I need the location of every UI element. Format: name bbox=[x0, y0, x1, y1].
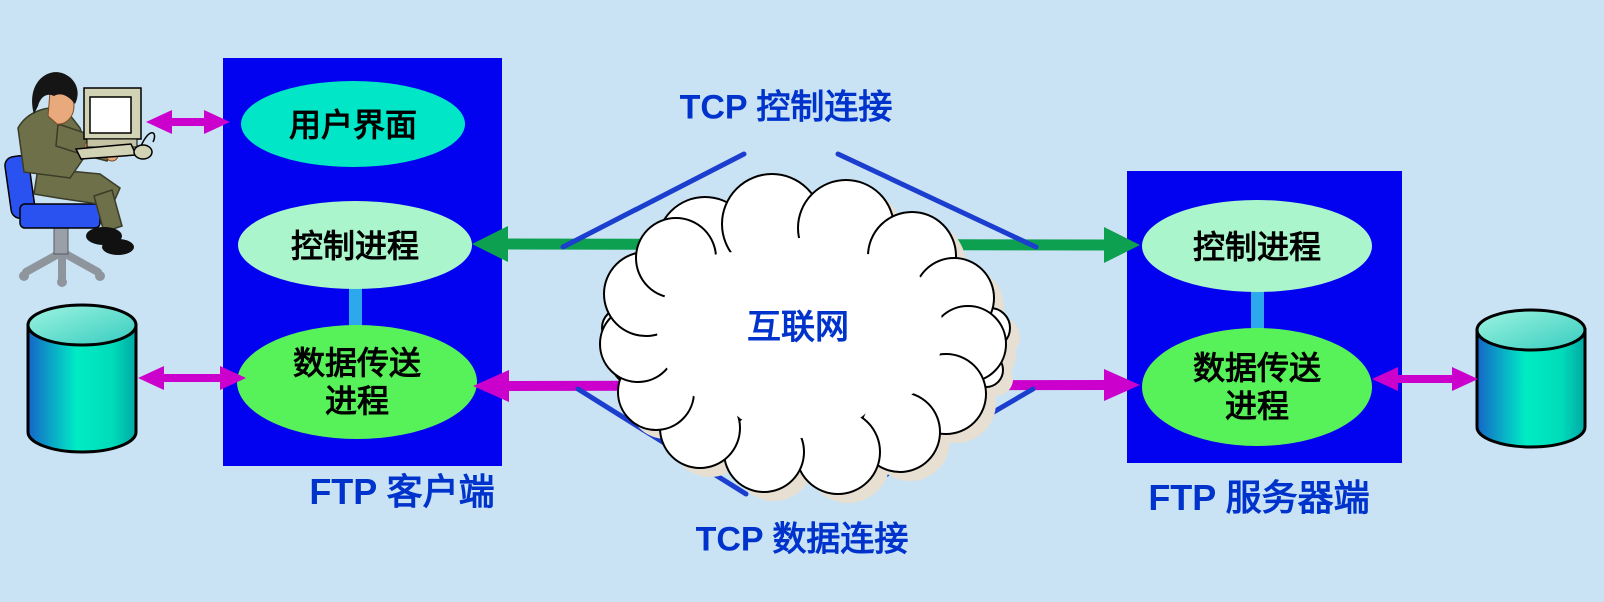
server-control-process-label: 控制进程 bbox=[1192, 229, 1322, 265]
tcp-control-connection-label: TCP 控制连接 bbox=[679, 88, 893, 127]
client-data-process-label-line1: 数据传送 bbox=[292, 345, 422, 381]
tcp-data-connection-label: TCP 数据连接 bbox=[695, 520, 909, 559]
client-data-process-label: 数据传送 进程 bbox=[293, 344, 421, 420]
person-at-computer-icon bbox=[4, 72, 156, 287]
client-user-interface-label: 用户界面 bbox=[288, 107, 418, 143]
ftp-server-title: FTP 服务器端 bbox=[1148, 477, 1370, 518]
internet-cloud-icon bbox=[599, 173, 1020, 503]
user-to-client-arrow bbox=[146, 110, 230, 134]
server-data-process-label-line1: 数据传送 bbox=[1192, 350, 1322, 386]
server-process-connector bbox=[1251, 288, 1264, 334]
client-data-process-ellipse bbox=[237, 325, 477, 439]
server-data-process-ellipse bbox=[1142, 328, 1372, 446]
control-callout-right-line bbox=[835, 151, 1039, 250]
control-callout-left-line bbox=[560, 151, 747, 250]
server-control-process-ellipse bbox=[1142, 200, 1372, 292]
client-control-process-label: 控制进程 bbox=[290, 228, 420, 264]
storage-cylinder-right-icon bbox=[1475, 308, 1587, 449]
server-data-process-label-line2: 进程 bbox=[1224, 388, 1290, 424]
client-user-interface-ellipse bbox=[241, 81, 465, 167]
storage-cylinder-left-icon bbox=[26, 303, 138, 454]
client-data-process-label-line2: 进程 bbox=[324, 383, 390, 419]
storage-to-client-arrow bbox=[138, 366, 246, 390]
client-process-connector bbox=[349, 283, 362, 329]
server-data-process-label: 数据传送 进程 bbox=[1193, 349, 1321, 425]
internet-cloud-label: 互联网 bbox=[747, 308, 849, 347]
client-control-process-ellipse bbox=[238, 201, 472, 289]
server-to-storage-arrow bbox=[1372, 367, 1478, 391]
ftp-client-title: FTP 客户端 bbox=[309, 471, 495, 512]
